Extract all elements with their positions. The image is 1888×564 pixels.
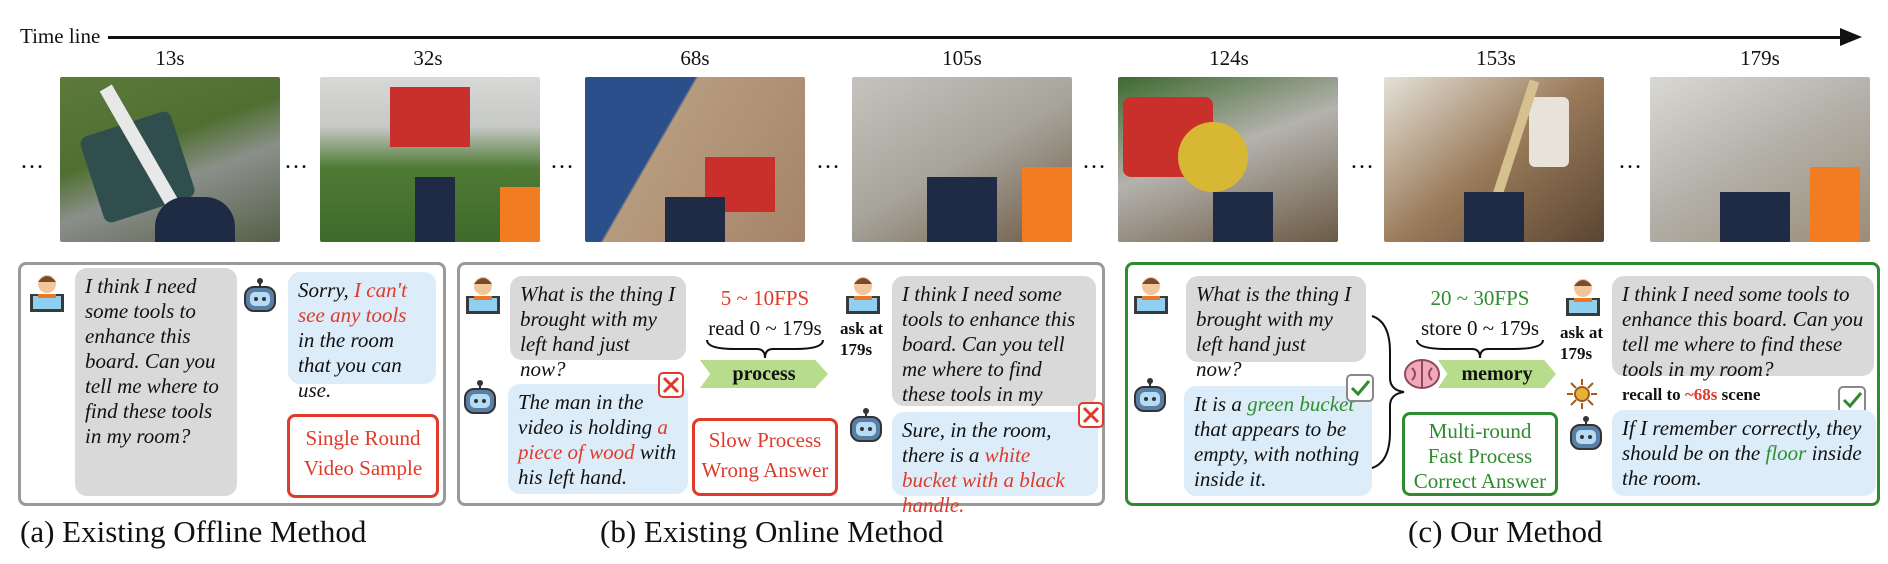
video-frame-124s [1118, 77, 1338, 242]
user-question-bubble: What is the thing I brought with my left… [510, 276, 686, 381]
user-avatar-icon [1134, 277, 1168, 314]
correct-mark-icon [1346, 374, 1374, 402]
fps-label: 5 ~ 10FPS [720, 286, 810, 310]
curly-brace [1416, 339, 1544, 359]
panel-online-method [457, 262, 1105, 506]
video-frame-105s [852, 77, 1072, 242]
caption-ours: (c) Our Method [1408, 514, 1603, 549]
timeline-label: Time line [20, 24, 101, 48]
read-range-label: read 0 ~ 179s [708, 316, 822, 340]
ellipsis: … [550, 148, 577, 174]
curly-brace [706, 339, 824, 359]
time-label: 124s [1209, 46, 1249, 70]
memory-tag: memory [1438, 360, 1556, 388]
timeline-axis [108, 36, 1846, 39]
video-frame-13s [60, 77, 280, 242]
robot-avatar-icon [1134, 378, 1166, 412]
robot-avatar-icon [850, 408, 882, 442]
ellipsis: … [20, 148, 47, 174]
user-avatar-icon [466, 277, 500, 314]
user-question-bubble: I think I need some tools to enhance thi… [75, 268, 237, 496]
timeline-arrowhead [1840, 28, 1862, 46]
time-label: 32s [413, 46, 443, 70]
video-frame-68s [585, 77, 805, 242]
robot-avatar-icon [464, 380, 496, 414]
user-avatar-icon [1566, 279, 1600, 316]
caption-offline: (a) Existing Offline Method [20, 514, 367, 549]
assistant-answer-bubble: Sure, in the room, there is a white buck… [892, 412, 1098, 517]
brain-icon [1404, 359, 1440, 389]
ellipsis: … [1350, 148, 1377, 174]
ellipsis: … [816, 148, 843, 174]
time-label: 105s [942, 46, 982, 70]
panel-offline-method [18, 262, 446, 506]
user-avatar-icon [846, 277, 880, 314]
wrong-mark-icon [1078, 402, 1104, 428]
robot-avatar-icon [244, 278, 276, 312]
video-frame-179s [1650, 77, 1870, 242]
merge-brace [1371, 315, 1405, 469]
user-question-bubble: I think I need some tools to enhance thi… [1612, 276, 1874, 381]
time-label: 68s [680, 46, 710, 70]
caption-online: (b) Existing Online Method [600, 514, 944, 549]
time-label: 179s [1740, 46, 1780, 70]
recall-spark-icon [1567, 379, 1597, 409]
user-avatar-icon [30, 275, 64, 312]
assistant-answer-bubble: Sorry, I can't see any tools in the room… [288, 272, 436, 402]
panel-our-method [1125, 262, 1880, 506]
ellipsis: … [1618, 148, 1645, 174]
fps-label: 20 ~ 30FPS [1430, 286, 1530, 310]
user-question-bubble: What is the thing I brought with my left… [1186, 276, 1366, 381]
assistant-answer-bubble: The man in the video is holding a piece … [508, 384, 688, 494]
wrong-mark-icon [658, 372, 684, 398]
assistant-answer-bubble: It is a green bucket that appears to be … [1184, 386, 1372, 496]
store-range-label: store 0 ~ 179s [1420, 316, 1540, 340]
assistant-answer-bubble: If I remember correctly, they should be … [1612, 410, 1876, 496]
video-frame-153s [1384, 77, 1604, 242]
process-tag: process [700, 360, 828, 388]
ellipsis: … [284, 148, 311, 174]
ellipsis: … [1082, 148, 1109, 174]
robot-avatar-icon [1570, 416, 1602, 450]
video-frame-32s [320, 77, 540, 242]
recall-label: recall to ~68s scene [1622, 385, 1761, 404]
correct-mark-icon [1838, 386, 1866, 414]
time-label: 153s [1476, 46, 1516, 70]
user-question-bubble: I think I need some tools to enhance thi… [892, 276, 1096, 431]
time-label: 13s [155, 46, 185, 70]
